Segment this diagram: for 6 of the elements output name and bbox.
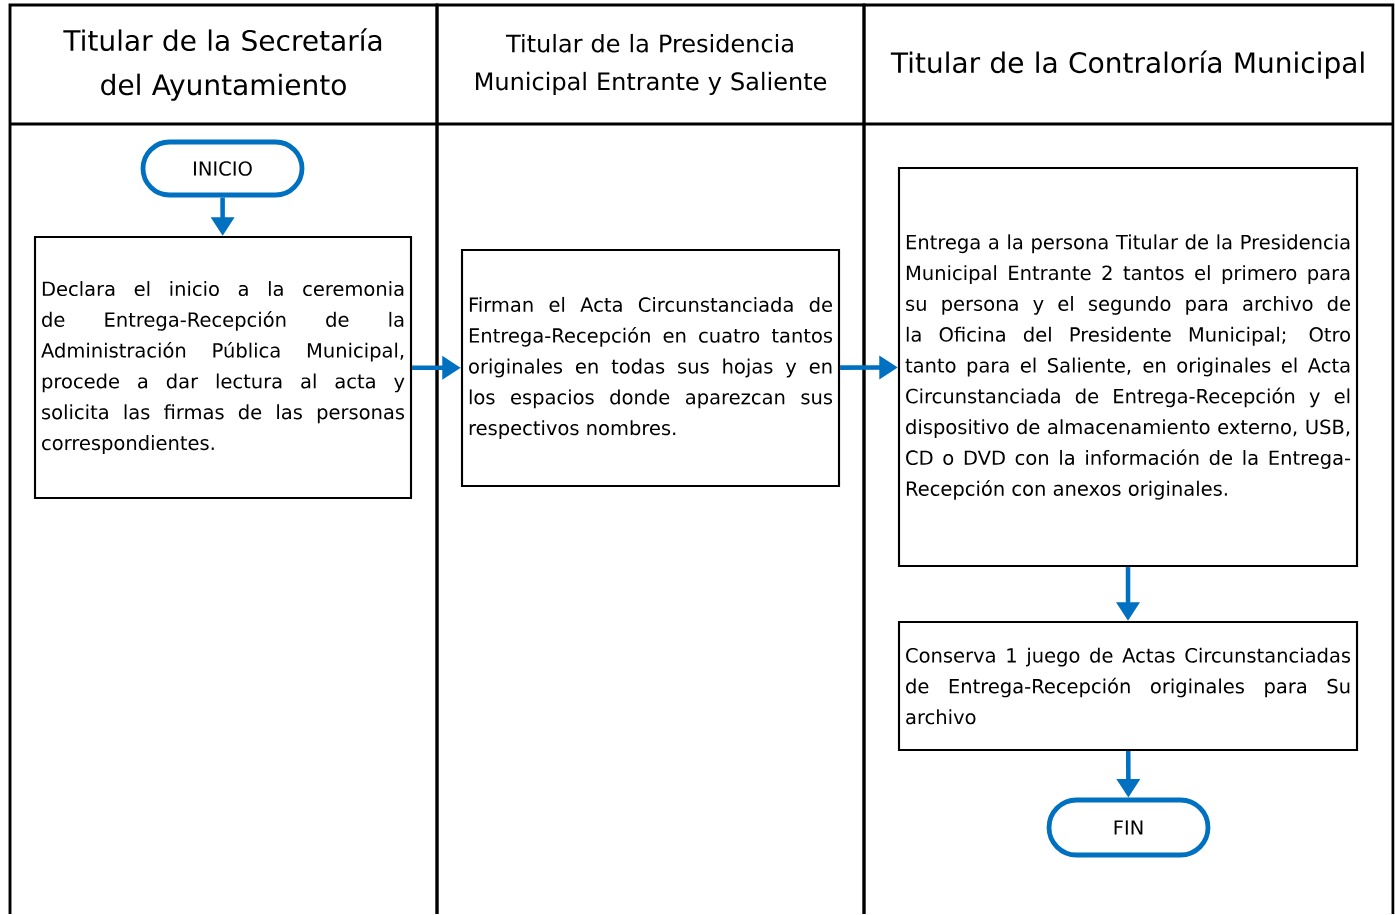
process-box: Declara el inicio a la ceremonia de Entrega-Recepción de la Administración Pública Municipal, procede a dar lectura al acta y solicita las firmas de las personas correspondientes.: [33, 235, 413, 500]
terminal-box: INICIO: [140, 139, 305, 198]
process-box: Firman el Acta Circunstanciada de Entrega-Recepción en cuatro tantos originales en todas sus hojas y en los espacios donde aparezcan sus respectivos nombres.: [460, 248, 841, 488]
terminal-box: FIN: [1046, 797, 1211, 858]
process-box: Conserva 1 juego de Actas Circunstanciadas de Entrega-Recepción originales para Su archivo: [897, 620, 1359, 752]
process-box: Entrega a la persona Titular de la Presidencia Municipal Entrante 2 tantos el primero para su persona y el segundo para archivo de la Oficina del Presidente Municipal; Otro tanto para el Saliente, en originales el Acta Circunstanciada de Entrega-Recepción y el dispositivo de almacenamiento externo, USB, CD o DVD con la información de la Entrega-Recepción con anexos originales.: [897, 166, 1359, 568]
